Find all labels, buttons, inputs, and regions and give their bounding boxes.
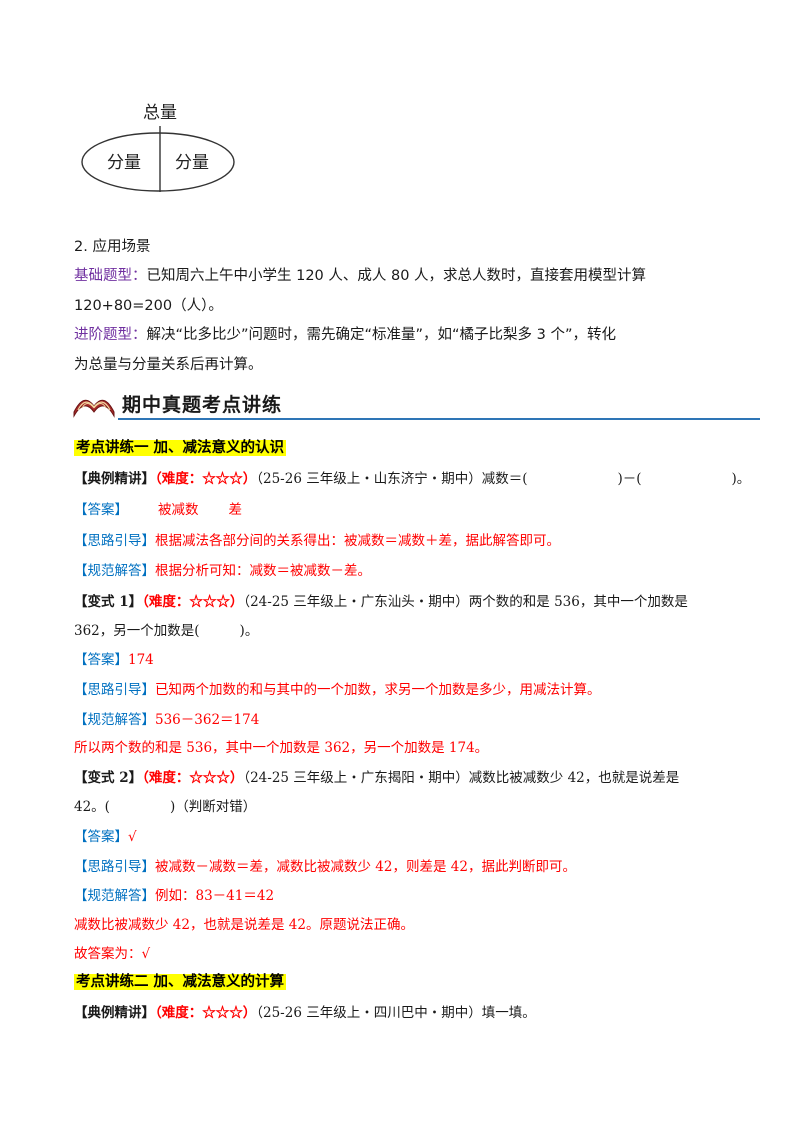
v1-answer-row: 【答案】174 bbox=[74, 648, 154, 668]
s1-ex-difficulty: （难度：☆☆☆） bbox=[155, 471, 257, 487]
v1-ans: 174 bbox=[128, 652, 154, 668]
v2-question-row-1: 【变式 2】（难度：☆☆☆）（24-25 三年级上・广东揭阳・期中）减数比被减数… bbox=[74, 766, 679, 786]
banner-title: 期中真题考点讲练 bbox=[122, 394, 283, 416]
v2-think-tag: 【思路引导】 bbox=[74, 859, 155, 875]
v2-line2a: 42。( bbox=[74, 799, 110, 815]
v1-line2a: 362，另一个加数是( bbox=[74, 623, 200, 639]
v2-difficulty: （难度：☆☆☆） bbox=[142, 770, 244, 786]
adv-text-1: 解决“比多比少”问题时，需先确定“标准量”，如“橘子比梨多 3 个”，转化 bbox=[146, 327, 617, 343]
diagram-part-left: 分量 bbox=[107, 153, 141, 173]
v1-think: 已知两个加数的和与其中的一个加数，求另一个加数是多少，用减法计算。 bbox=[155, 682, 601, 698]
v2-think: 被减数－减数＝差，减数比被减数少 42，则差是 42，据此判断即可。 bbox=[155, 859, 576, 875]
adv-label: 进阶题型： bbox=[74, 327, 147, 343]
v1-sol-tag: 【规范解答】 bbox=[74, 712, 155, 728]
v2-ans-tag: 【答案】 bbox=[74, 829, 128, 845]
v2-sol: 例如：83－41＝42 bbox=[155, 888, 275, 904]
section-banner: 期中真题考点讲练 bbox=[70, 386, 760, 422]
basic-text-1: 已知周六上午中小学生 120 人、成人 80 人，求总人数时，直接套用模型计算 bbox=[146, 268, 647, 284]
v1-question-row-2: 362，另一个加数是( )。 bbox=[74, 619, 258, 639]
v1-difficulty: （难度：☆☆☆） bbox=[142, 594, 244, 610]
v1-tag: 【变式 1】 bbox=[74, 594, 143, 610]
v2-think-row: 【思路引导】被减数－减数＝差，减数比被减数少 42，则差是 42，据此判断即可。 bbox=[74, 855, 576, 875]
v2-solution-row: 【规范解答】例如：83－41＝42 bbox=[74, 884, 274, 904]
s1-ex-tag: 【典例精讲】 bbox=[74, 471, 155, 487]
s1-solution-row: 【规范解答】根据分析可知：减数＝被减数－差。 bbox=[74, 559, 371, 579]
v1-line2b: )。 bbox=[239, 623, 259, 639]
v2-sol-tag: 【规范解答】 bbox=[74, 888, 155, 904]
s2-title: 考点讲练二 加、减法意义的计算 bbox=[74, 974, 287, 990]
diagram-total-label: 总量 bbox=[143, 103, 177, 123]
v1-solution-row: 【规范解答】536－362＝174 bbox=[74, 708, 259, 728]
app-basic-line-2: 120+80=200（人）。 bbox=[74, 298, 223, 314]
app-adv-line-2: 为总量与分量关系后再计算。 bbox=[74, 357, 263, 373]
v2-final: 故答案为：√ bbox=[74, 946, 151, 962]
s1-think-row: 【思路引导】根据减法各部分间的关系得出：被减数＝减数＋差，据此解答即可。 bbox=[74, 529, 560, 549]
v1-conclusion: 所以两个数的和是 536，其中一个加数是 362，另一个加数是 174。 bbox=[74, 740, 489, 756]
basic-label: 基础题型： bbox=[74, 268, 147, 284]
s2-example-row: 【典例精讲】（难度：☆☆☆）（25-26 三年级上・四川巴中・期中）填一填。 bbox=[74, 1001, 536, 1021]
s1-think-text: 根据减法各部分间的关系得出：被减数＝减数＋差，据此解答即可。 bbox=[155, 533, 560, 549]
s2-ex-source: （25-26 三年级上・四川巴中・期中）填一填。 bbox=[256, 1005, 536, 1021]
s1-sol-text: 根据分析可知：减数＝被减数－差。 bbox=[155, 563, 371, 579]
v1-question-row-1: 【变式 1】（难度：☆☆☆）（24-25 三年级上・广东汕头・期中）两个数的和是… bbox=[74, 590, 688, 610]
v2-line2b: )（判断对错） bbox=[169, 799, 257, 815]
s1-title: 考点讲练一 加、减法意义的认识 bbox=[74, 440, 287, 456]
app-adv-line-1: 进阶题型：解决“比多比少”问题时，需先确定“标准量”，如“橘子比梨多 3 个”，… bbox=[74, 323, 616, 344]
banner-rule bbox=[118, 418, 760, 420]
s1-ex-mid: )－( bbox=[617, 471, 642, 487]
book-icon bbox=[73, 399, 115, 418]
s2-ex-tag: 【典例精讲】 bbox=[74, 1005, 155, 1021]
v1-sol: 536－362＝174 bbox=[155, 712, 260, 728]
s1-ex-source: （25-26 三年级上・山东济宁・期中）减数＝( bbox=[256, 471, 528, 487]
v1-source: （24-25 三年级上・广东汕头・期中）两个数的和是 536，其中一个加数是 bbox=[243, 594, 688, 610]
s1-answer-row: 【答案】 被减数 差 bbox=[74, 498, 242, 518]
diagram-part-right: 分量 bbox=[175, 153, 209, 173]
v2-conclusion: 减数比被减数少 42，也就是说差是 42。原题说法正确。 bbox=[74, 917, 414, 933]
s2-ex-difficulty: （难度：☆☆☆） bbox=[155, 1005, 257, 1021]
v2-question-row-2: 42。( )（判断对错） bbox=[74, 795, 256, 815]
s1-think-tag: 【思路引导】 bbox=[74, 533, 155, 549]
s1-ans-a: 被减数 bbox=[158, 502, 199, 518]
s1-sol-tag: 【规范解答】 bbox=[74, 563, 155, 579]
s1-example-row: 【典例精讲】（难度：☆☆☆）（25-26 三年级上・山东济宁・期中）减数＝( )－… bbox=[74, 467, 750, 487]
v1-think-tag: 【思路引导】 bbox=[74, 682, 155, 698]
app-basic-line-1: 基础题型：已知周六上午中小学生 120 人、成人 80 人，求总人数时，直接套用… bbox=[74, 264, 646, 285]
s1-ex-end: )。 bbox=[731, 471, 751, 487]
v1-think-row: 【思路引导】已知两个加数的和与其中的一个加数，求另一个加数是多少，用减法计算。 bbox=[74, 678, 601, 698]
s1-title-row: 考点讲练一 加、减法意义的认识 bbox=[74, 436, 287, 457]
v1-ans-tag: 【答案】 bbox=[74, 652, 128, 668]
s1-ans-b: 差 bbox=[228, 502, 243, 518]
v2-tag: 【变式 2】 bbox=[74, 770, 143, 786]
total-part-diagram: 总量 分量 分量 bbox=[81, 103, 235, 192]
diagram-ellipse bbox=[81, 132, 235, 192]
v2-ans: √ bbox=[128, 829, 137, 845]
v2-answer-row: 【答案】√ bbox=[74, 825, 137, 845]
s2-title-row: 考点讲练二 加、减法意义的计算 bbox=[74, 970, 287, 991]
s1-ans-tag: 【答案】 bbox=[74, 502, 128, 518]
app-heading: 2. 应用场景 bbox=[74, 239, 151, 255]
v2-source: （24-25 三年级上・广东揭阳・期中）减数比被减数少 42，也就是说差是 bbox=[243, 770, 680, 786]
